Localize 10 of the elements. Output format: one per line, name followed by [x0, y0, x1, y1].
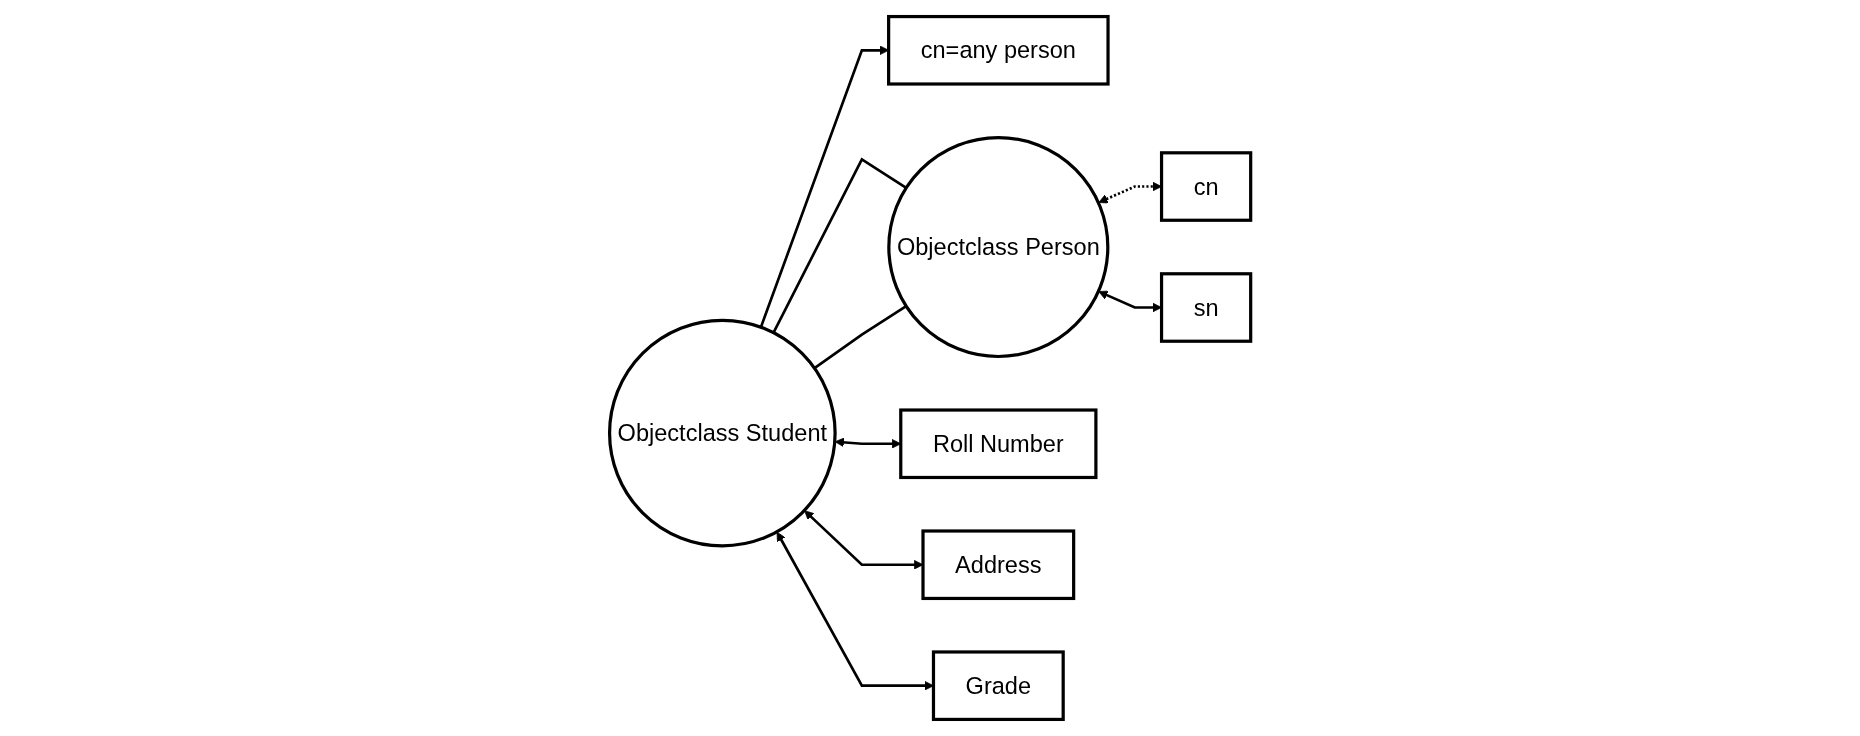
node-box: Roll Number: [899, 408, 1098, 480]
node-box: Grade: [931, 650, 1065, 722]
node-box: cn: [1159, 151, 1253, 222]
node-circle: Objectclass Person: [887, 135, 1110, 359]
connector: [772, 157, 907, 334]
connector: [813, 305, 907, 370]
node-box: cn=any person: [886, 14, 1110, 86]
node-circle: Objectclass Student: [607, 318, 837, 548]
node-box: Address: [921, 529, 1076, 601]
node-box: sn: [1159, 272, 1253, 343]
